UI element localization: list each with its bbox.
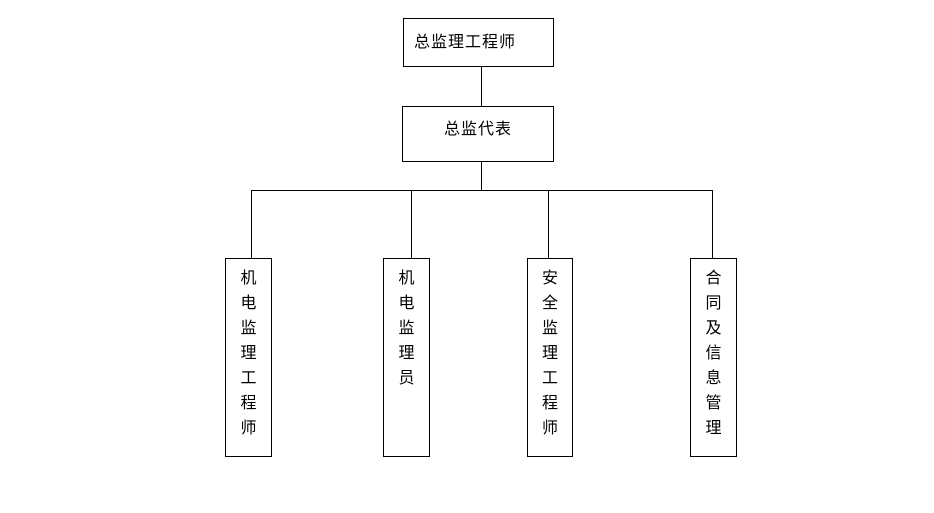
connector-drop-4 (712, 190, 713, 258)
connector-drop-2 (411, 190, 412, 258)
org-node-label: 安全监理工程师 (541, 270, 558, 437)
org-node-label: 总监代表 (443, 121, 512, 138)
connector-drop-3 (548, 190, 549, 258)
org-node-label: 合同及信息管理 (705, 270, 722, 437)
connector-horizontal-bar (251, 190, 713, 191)
connector-drop-1 (251, 190, 252, 258)
org-node-label: 机电监理工程师 (240, 270, 257, 437)
org-node-chief-supervision-engineer: 总监理工程师 (403, 18, 554, 67)
org-node-me-supervisor: 机电监理员 (383, 258, 430, 457)
org-node-me-supervision-engineer: 机电监理工程师 (225, 258, 272, 457)
org-node-safety-supervision-engineer: 安全监理工程师 (527, 258, 573, 457)
org-node-label: 机电监理员 (398, 270, 415, 387)
org-node-chief-supervisor-representative: 总监代表 (402, 106, 554, 162)
org-node-label: 总监理工程师 (414, 34, 517, 51)
org-node-contract-info-management: 合同及信息管理 (690, 258, 737, 457)
connector-root-deputy (481, 67, 482, 106)
connector-deputy-stem (481, 162, 482, 190)
